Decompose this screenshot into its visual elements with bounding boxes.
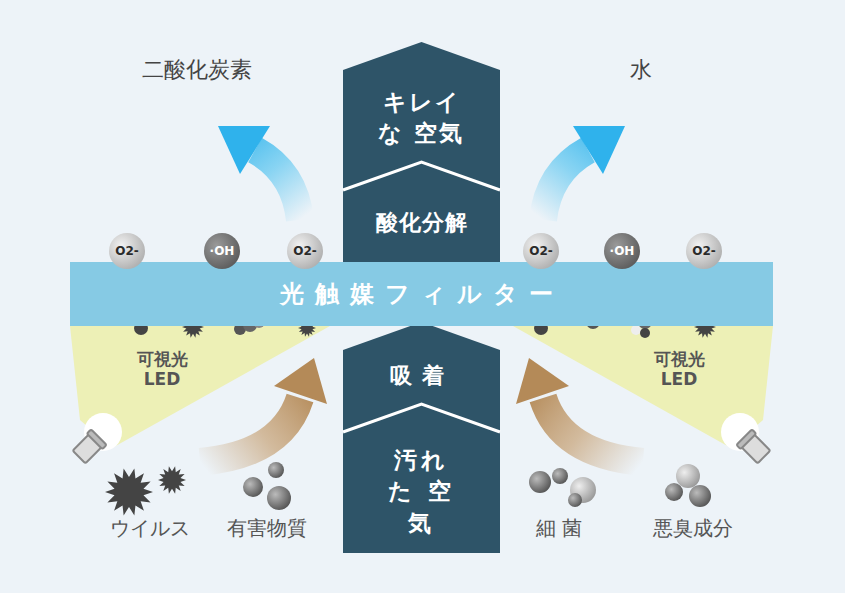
molecule-text: O2- [692,244,716,258]
box-text: 酸化分解 [376,208,468,238]
filter-band: 光触媒フィルター [70,262,773,326]
chevron-line [343,162,500,190]
led-label: 可視光 LED [648,349,710,390]
box-text: 汚れた 空気 [382,445,462,538]
brown-arrow [200,358,327,462]
molecule-ball: O2- [109,233,145,269]
process-box: キレイな 空気 [343,80,500,156]
output-label: 水 [630,57,652,83]
harmful-substance-icon [243,462,291,510]
box-text: 吸着 [390,361,454,391]
molecule-ball: O2- [287,233,323,269]
blue-arrow [543,126,625,220]
pollutant-label: 悪臭成分 [653,516,733,540]
molecule-text: ·OH [210,244,235,258]
chevron-line [343,404,500,432]
molecule-text: O2- [115,244,139,258]
molecule-ball: O2- [686,233,722,269]
pollutant-label: 細 菌 [536,516,582,540]
molecule-ball: ·OH [604,233,640,269]
molecule-text: ·OH [610,244,635,258]
output-label: 二酸化炭素 [142,57,252,83]
pollutant-label: ウイルス [110,516,190,540]
column-bottom [343,322,500,553]
molecule-text: O2- [293,244,317,258]
process-box: 酸化分解 [343,196,500,250]
molecule-text: O2- [529,244,553,258]
process-box: 吸着 [343,354,500,398]
box-text: キレイな 空気 [372,87,472,149]
filter-text: 光触媒フィルター [280,278,564,310]
molecule-ball: ·OH [204,233,240,269]
molecule-ball: O2- [523,233,559,269]
column-top [343,42,500,262]
process-box: 汚れた 空気 [343,442,500,542]
blue-arrow [218,126,300,220]
pollutant-label: 有害物質 [227,516,307,540]
brown-arrow [516,358,643,462]
odor-icon [665,464,711,507]
led-lamp [721,413,772,465]
led-lamp [71,413,122,465]
virus-icon [105,466,186,515]
led-label: 可視光 LED [131,349,193,390]
bacteria-icon [529,468,596,507]
